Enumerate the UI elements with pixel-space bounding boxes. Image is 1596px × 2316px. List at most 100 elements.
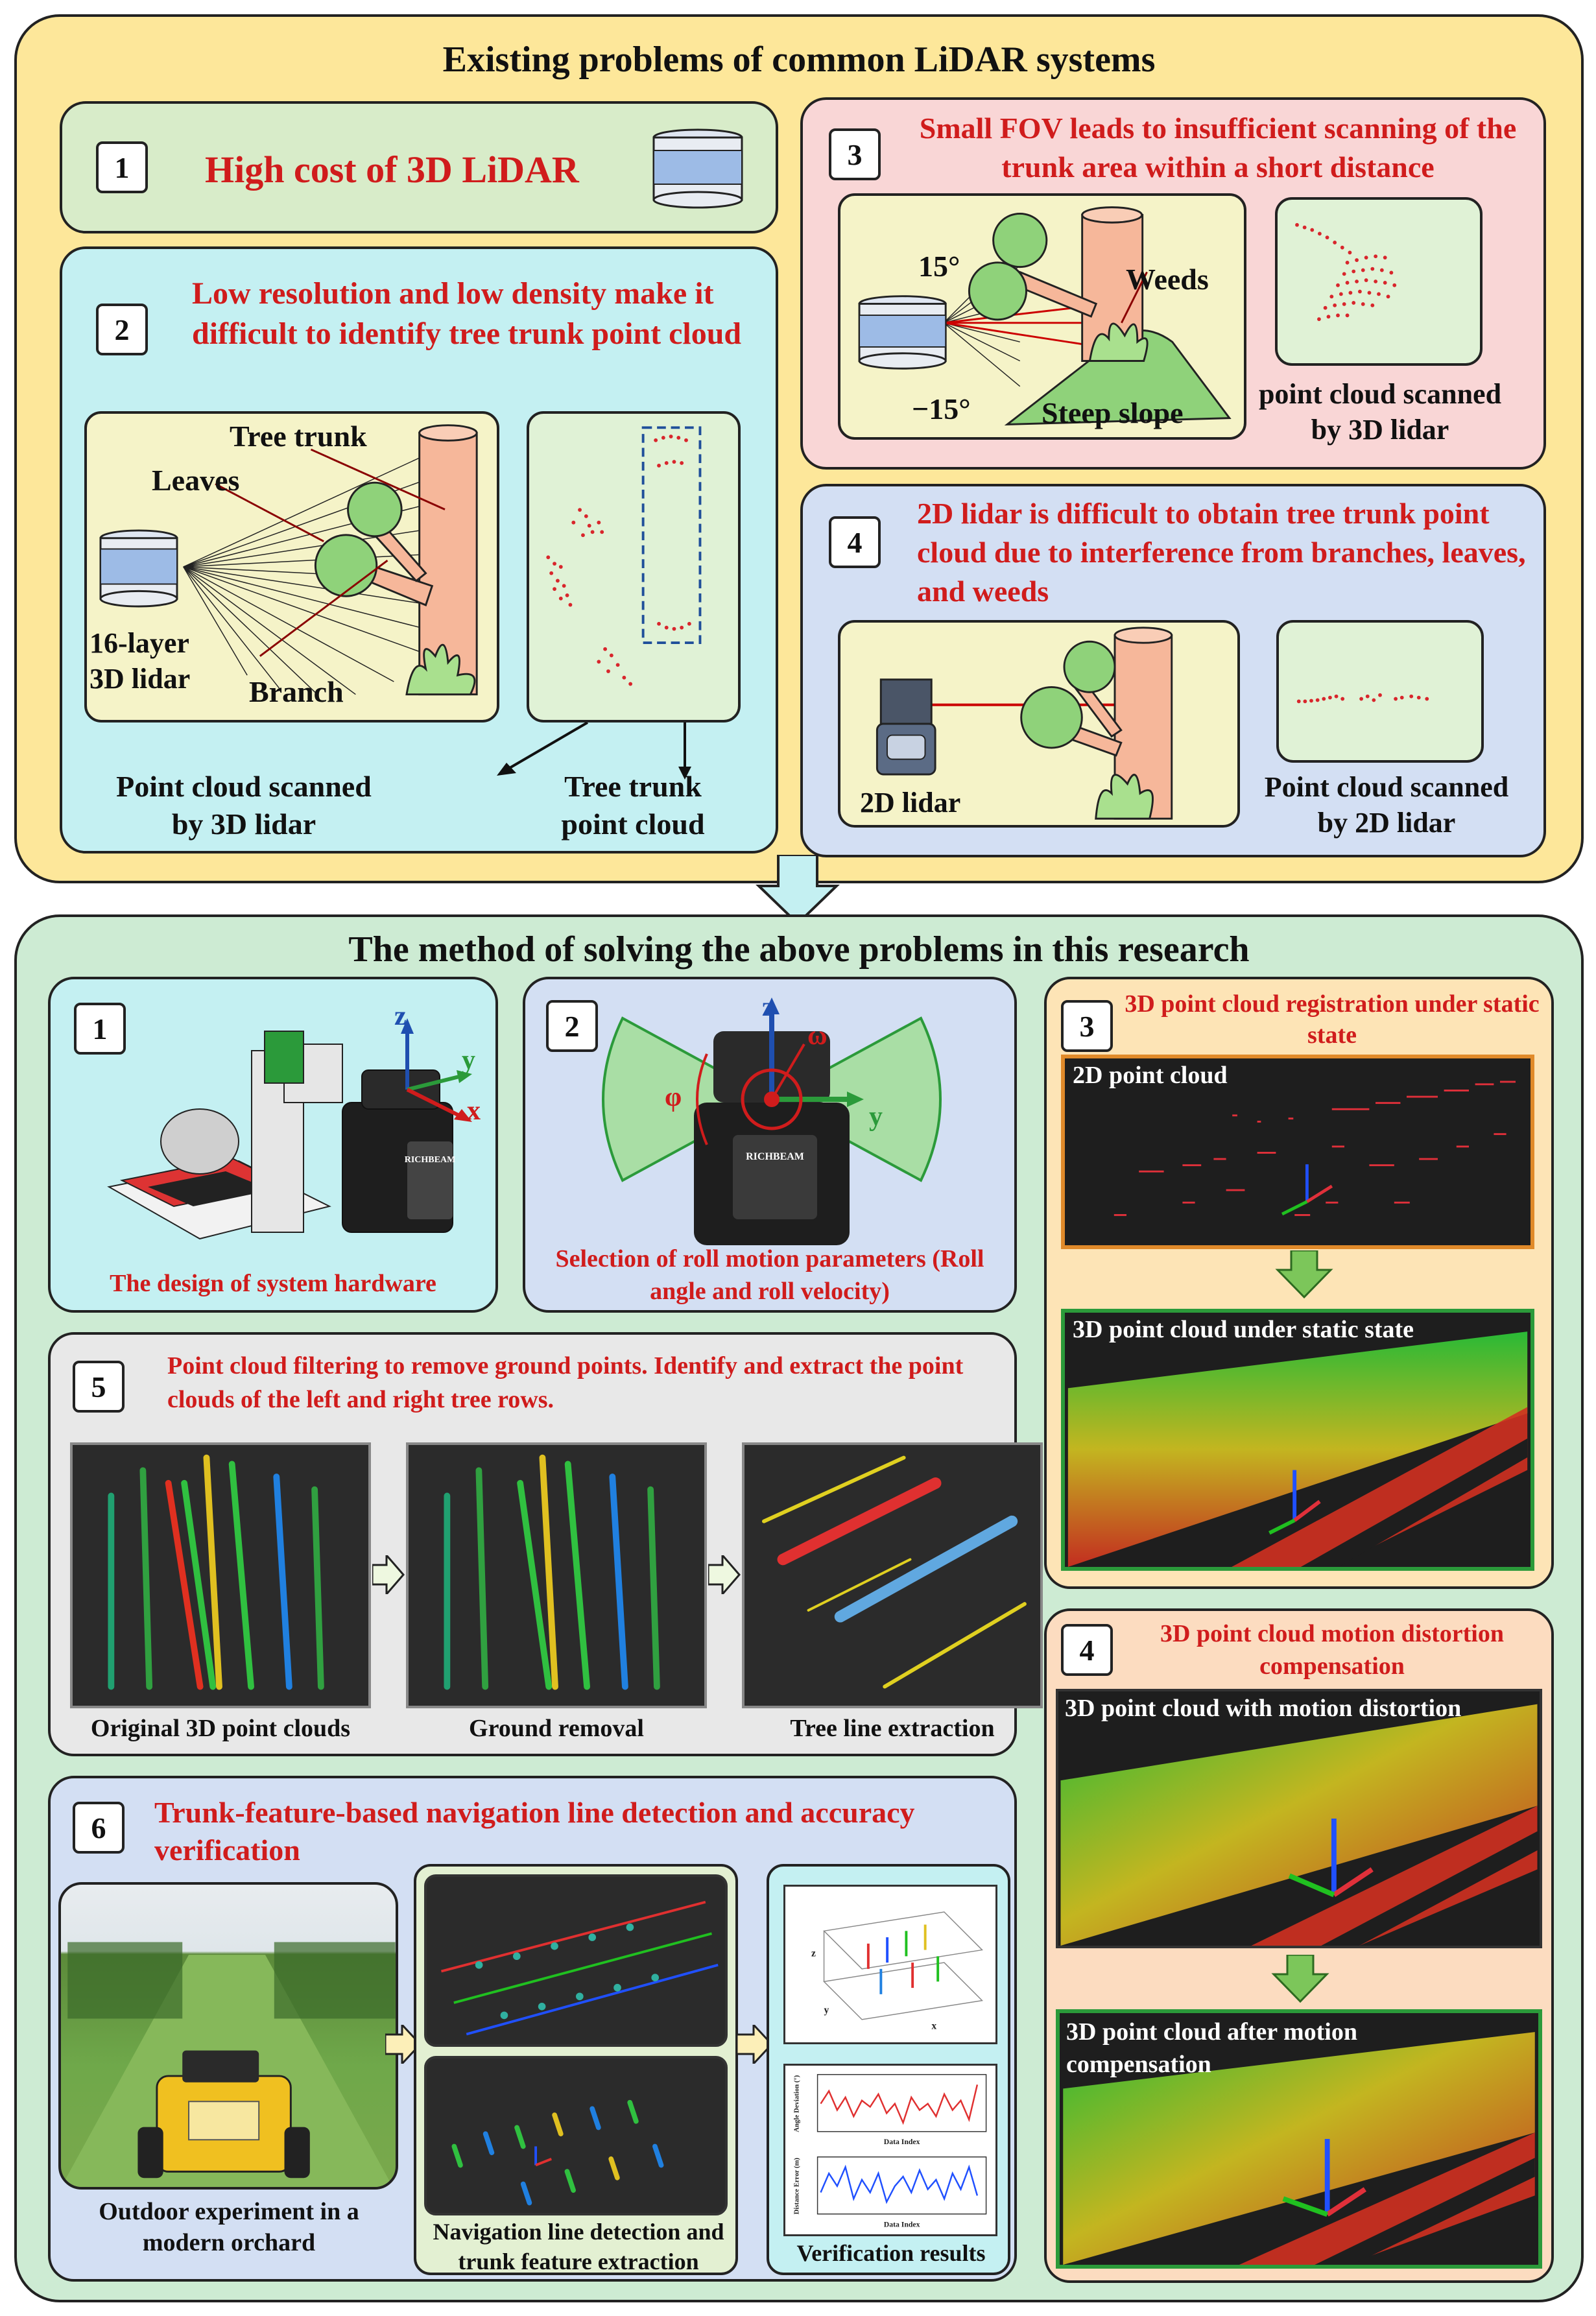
problem-2-panel: 2 Low resolution and low density make it… xyxy=(60,246,778,854)
method-5-text: Point cloud filtering to remove ground p… xyxy=(167,1352,964,1413)
point-cloud-2d-image: 2D point cloud xyxy=(1061,1055,1534,1249)
problem-4-text: 2D lidar is difficult to obtain tree tru… xyxy=(917,497,1526,608)
tree-trunk-label: Tree trunk xyxy=(230,420,367,453)
point-cloud-2d-label: 2D point cloud xyxy=(1073,1062,1228,1089)
method-6-text: Trunk-feature-based navigation line dete… xyxy=(154,1796,915,1867)
problem-2-number: 2 xyxy=(96,304,148,355)
method-3-number: 3 xyxy=(1061,1000,1113,1052)
method-4-panel: 4 3D point cloud motion distortion compe… xyxy=(1044,1608,1554,2283)
problem-4-panel: 4 2D lidar is difficult to obtain tree t… xyxy=(800,484,1546,857)
plot-axis-z-label: z xyxy=(811,1948,816,1959)
fov-point-cloud-caption: point cloud scanned by 3D lidar xyxy=(1258,378,1502,446)
method-5-panel: 5 Point cloud filtering to remove ground… xyxy=(48,1332,1043,1756)
leaves-label: Leaves xyxy=(152,464,240,497)
method-5-number: 5 xyxy=(73,1361,125,1413)
axis-x-label: x xyxy=(467,1096,481,1126)
method-6-panel: 6 Trunk-feature-based navigation line de… xyxy=(48,1776,1017,2282)
top-title: Existing problems of common LiDAR system… xyxy=(442,40,1156,80)
s4-down-arrow-icon xyxy=(1271,1955,1329,2003)
fov-points xyxy=(1295,222,1397,322)
problem-4-number: 4 xyxy=(829,516,881,568)
plot3-xlabel: Data Index xyxy=(884,2220,920,2228)
roll-motion-illustration: RICHBEAM z ω φ y xyxy=(602,992,942,1245)
trunk-feature-image xyxy=(424,2056,728,2215)
angle-down-label: −15° xyxy=(912,392,971,425)
bottom-title: The method of solving the above problems… xyxy=(348,929,1250,970)
omega-label: ω xyxy=(807,1021,828,1051)
roll-brand-label: RICHBEAM xyxy=(746,1151,804,1162)
problem-2-text: Low resolution and low density make it d… xyxy=(192,276,742,351)
lidar-3d-icon xyxy=(652,128,743,209)
lidar-2d-point-cloud-box xyxy=(1276,620,1484,763)
navigation-line-image xyxy=(424,1874,728,2047)
angle-up-label: 15° xyxy=(918,250,960,283)
roll-motion-caption: Selection of roll motion parameters (Rol… xyxy=(555,1245,984,1305)
plot2-xlabel: Data Index xyxy=(884,2138,920,2146)
verification-error-plots: Angle Deviation (°) Data Index Distance … xyxy=(783,2064,997,2236)
problem-3-panel: 3 Small FOV leads to insufficient scanni… xyxy=(800,97,1546,470)
point-cloud-3d-caption: Point cloud scanned by 3D lidar xyxy=(116,770,372,841)
fov-point-cloud-box xyxy=(1275,197,1483,366)
method-1-panel: 1 RICHBEAM z y x The design of system ha… xyxy=(48,977,498,1313)
scanned-point-cloud-box xyxy=(527,411,741,722)
lidar-scene-illustration: Tree trunk Leaves 16-layer 3D lidar Bran… xyxy=(84,411,499,722)
hardware-caption: The design of system hardware xyxy=(110,1270,436,1297)
problem-3-number: 3 xyxy=(829,128,881,180)
ground-removal-caption: Ground removal xyxy=(469,1715,644,1742)
problem-3-text: Small FOV leads to insufficient scanning… xyxy=(919,112,1517,184)
caption-arrows xyxy=(497,722,691,780)
roll-axis-y-label: y xyxy=(869,1102,883,1132)
lidar-2d-point-cloud-caption: Point cloud scanned by 2D lidar xyxy=(1264,771,1509,839)
plot-axis-y-label: y xyxy=(824,2005,829,2016)
lidar-2d-label: 2D lidar xyxy=(860,787,961,818)
method-3-panel: 3 3D point cloud registration under stat… xyxy=(1044,977,1554,1589)
motion-distortion-label: 3D point cloud with motion distortion xyxy=(1065,1695,1462,1722)
down-arrow-icon xyxy=(756,855,840,925)
lidar-2d-scene-illustration: 2D lidar xyxy=(838,620,1240,828)
original-cloud-caption: Original 3D point clouds xyxy=(90,1715,351,1742)
point-cloud-3d-static-image: 3D point cloud under static state xyxy=(1061,1309,1534,1571)
plot-axis-x-label: x xyxy=(931,2021,936,2032)
tree-line-extraction-image xyxy=(742,1442,1043,1708)
method-2-number: 2 xyxy=(546,1000,598,1052)
weeds-label: Weeds xyxy=(1126,263,1209,296)
lidar-16-layer-label: 16-layer 3D lidar xyxy=(89,627,191,695)
s3-down-arrow-icon xyxy=(1275,1250,1333,1299)
s5-arrow-2-icon xyxy=(708,1555,741,1594)
plot2-ylabel: Angle Deviation (°) xyxy=(792,2075,800,2132)
phi-label: φ xyxy=(665,1082,682,1112)
problem-1-number: 1 xyxy=(96,141,148,193)
plot3-ylabel: Distance Error (m) xyxy=(792,2158,800,2215)
verification-caption: Verification results xyxy=(796,2240,986,2266)
lidar-2d-points xyxy=(1296,693,1429,704)
method-2-panel: 2 RICHBEAM z ω φ y Selection of roll mot… xyxy=(523,977,1017,1313)
branch-label: Branch xyxy=(249,675,344,708)
scattered-points xyxy=(546,435,691,686)
tree-line-caption: Tree line extraction xyxy=(790,1715,995,1742)
motion-distortion-image: 3D point cloud with motion distortion xyxy=(1056,1689,1542,1948)
steep-slope-label: Steep slope xyxy=(1042,396,1184,429)
method-4-number: 4 xyxy=(1061,1624,1113,1676)
original-point-cloud-image xyxy=(70,1442,371,1708)
roll-axis-z-label: z xyxy=(762,992,774,1022)
problem-1-text: High cost of 3D LiDAR xyxy=(205,149,579,191)
system-hardware-illustration: RICHBEAM z y x xyxy=(107,1001,481,1240)
verification-panel: z y x Angle Deviation (°) Data Index Dis… xyxy=(767,1864,1010,2275)
motion-compensated-label: 3D point cloud after motion compensation xyxy=(1066,2018,1357,2078)
ground-removal-image xyxy=(406,1442,707,1708)
navigation-detection-panel: Navigation line detection and trunk feat… xyxy=(414,1864,738,2275)
orchard-photo-caption: Outdoor experiment in a modern orchard xyxy=(99,2198,359,2256)
method-1-number: 1 xyxy=(74,1003,126,1055)
s6-arrow-2-icon xyxy=(737,2025,773,2064)
fov-scene-illustration: 15° −15° Weeds Steep slope xyxy=(838,193,1246,440)
axis-y-label: y xyxy=(462,1045,475,1075)
orchard-photo xyxy=(58,1882,398,2190)
method-3-text: 3D point cloud registration under static… xyxy=(1125,990,1540,1049)
navigation-detection-caption: Navigation line detection and trunk feat… xyxy=(433,2219,724,2274)
point-cloud-3d-static-label: 3D point cloud under static state xyxy=(1073,1316,1414,1343)
s6-arrow-1-icon xyxy=(385,2025,422,2064)
axis-z-label: z xyxy=(394,1001,407,1031)
hardware-brand-label: RICHBEAM xyxy=(405,1155,456,1165)
tree-trunk-point-cloud-caption: Tree trunk point cloud xyxy=(561,770,705,841)
verification-3d-plot: z y x xyxy=(783,1885,997,2044)
